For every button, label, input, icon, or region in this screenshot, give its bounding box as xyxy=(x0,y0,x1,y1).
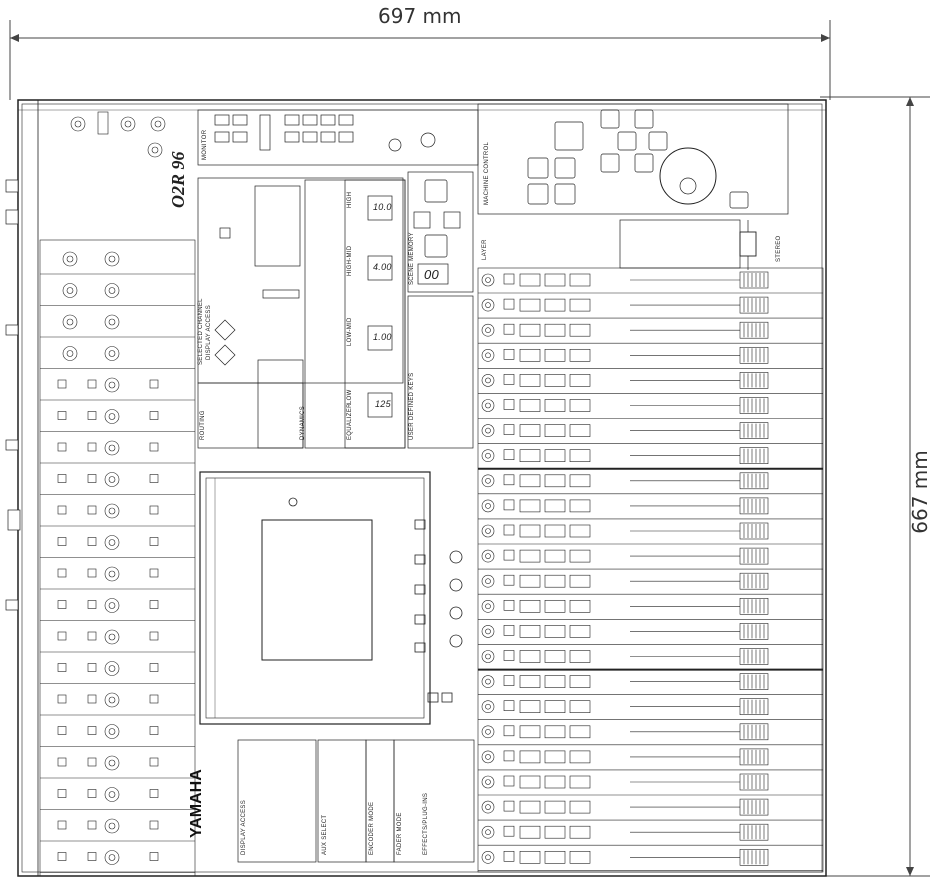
machine-control-label: MACHINE CONTROL xyxy=(484,141,490,205)
input-strip-row xyxy=(40,818,195,842)
lcd-display xyxy=(199,471,431,725)
eq-high-value: 10.0 xyxy=(373,202,392,212)
top-knob xyxy=(147,142,163,158)
input-channel-strips xyxy=(39,111,196,877)
input-strip-row xyxy=(40,755,195,779)
eq-high-mid-name: HIGH-MID xyxy=(347,245,353,276)
channel-strip-row xyxy=(478,271,823,294)
machine-control-section xyxy=(477,103,789,215)
channel-strip-row xyxy=(478,773,823,796)
equalizer-section xyxy=(304,179,406,449)
encoder-mode-label: ENCODER MODE xyxy=(369,801,375,855)
channel-strip-row xyxy=(478,698,823,721)
channel-strip-row xyxy=(478,497,823,520)
top-knob xyxy=(120,116,136,132)
input-strip-row xyxy=(40,724,195,747)
channel-strip-row xyxy=(478,798,823,821)
layer-label: LAYER xyxy=(482,239,488,260)
input-strip-row xyxy=(40,535,195,558)
yamaha-logo: YAMAHA xyxy=(188,769,205,838)
eq-low-name: LOW xyxy=(347,389,353,404)
channel-strip-row xyxy=(478,597,823,620)
channel-strip-row xyxy=(478,648,823,670)
channel-fader-strips xyxy=(477,267,824,873)
bottom-display-access-label: DISPLAY ACCESS xyxy=(241,799,247,855)
eq-high-mid-value: 4.00 xyxy=(373,262,392,272)
eq-high-name: HIGH xyxy=(347,191,353,208)
input-strip-row xyxy=(40,850,195,873)
channel-strip-row xyxy=(478,422,823,444)
input-strip-row xyxy=(40,251,195,275)
channel-strip-row xyxy=(478,522,823,545)
channel-strip-row xyxy=(478,823,823,846)
monitor-section xyxy=(197,109,479,166)
channel-strip-row xyxy=(478,447,823,470)
eq-low-mid-name: LOW-MID xyxy=(347,317,353,346)
bottom-left-panels xyxy=(237,739,475,863)
channel-strip-row xyxy=(478,397,823,419)
channel-strip-row xyxy=(478,372,823,394)
fader-mode-label: FADER MODE xyxy=(397,812,403,855)
stereo-fader xyxy=(619,219,757,270)
routing-dynamics-section xyxy=(197,359,304,449)
top-knob xyxy=(150,116,166,132)
width-dimension-label: 697 mm xyxy=(378,4,462,28)
scene-memory-section xyxy=(407,171,474,293)
user-defined-keys-label: USER DEFINED KEYS xyxy=(409,372,415,440)
channel-strip-row xyxy=(478,723,823,746)
channel-strip-row xyxy=(478,748,823,771)
model-logo: O2R 96 xyxy=(168,151,188,208)
input-strip-row xyxy=(40,472,195,495)
channel-strip-row xyxy=(478,346,823,369)
monitor-label: MONITOR xyxy=(202,129,208,160)
input-strip-row xyxy=(40,377,195,401)
input-strip-row xyxy=(40,409,195,432)
selected-channel-label: SELECTED CHANNEL xyxy=(198,298,204,365)
dynamics-label: DYNAMICS xyxy=(300,405,306,440)
user-defined-keys-section xyxy=(407,295,474,449)
channel-strip-row xyxy=(478,848,823,871)
scene-number-display: 00 xyxy=(424,267,440,282)
channel-strip-row xyxy=(478,547,823,570)
input-strip-row xyxy=(40,598,195,621)
input-strip-row xyxy=(40,787,195,810)
input-strip-row xyxy=(40,566,195,590)
input-strip-row xyxy=(40,661,195,684)
input-strip-row xyxy=(40,503,195,527)
eq-low-mid-value: 1.00 xyxy=(373,332,392,342)
width-dimension-line xyxy=(9,20,831,100)
headphone-jack xyxy=(97,111,109,135)
eq-low-value: 125 xyxy=(375,399,391,409)
channel-section-frame xyxy=(477,267,824,873)
input-strip-row xyxy=(40,629,195,653)
channel-strip-row xyxy=(478,321,823,344)
input-strip-row xyxy=(40,440,195,464)
top-knob xyxy=(70,116,86,132)
scene-memory-label: SCENE MEMORY xyxy=(409,232,415,285)
aux-select-label: AUX SELECT xyxy=(322,814,328,855)
display-encoders xyxy=(414,519,463,703)
channel-strip-row xyxy=(478,572,823,595)
rear-connectors xyxy=(5,179,21,611)
input-strip-row xyxy=(40,346,195,369)
display-access-label: DISPLAY ACCESS xyxy=(206,304,212,360)
routing-label: ROUTING xyxy=(200,410,206,440)
channel-strip-row xyxy=(478,472,823,495)
input-section-frame xyxy=(39,239,196,877)
depth-dimension-line xyxy=(820,96,930,877)
channel-strip-row xyxy=(478,673,823,695)
stereo-label: STEREO xyxy=(776,235,782,262)
effects-label: EFFECTS/PLUG-INS xyxy=(423,792,429,855)
channel-strip-row xyxy=(478,623,823,645)
equalizer-label: EQUALIZER xyxy=(347,403,353,440)
input-strip-row xyxy=(40,283,195,306)
input-strip-row xyxy=(40,314,195,338)
channel-strip-row xyxy=(478,296,823,319)
input-strip-row xyxy=(40,692,195,716)
